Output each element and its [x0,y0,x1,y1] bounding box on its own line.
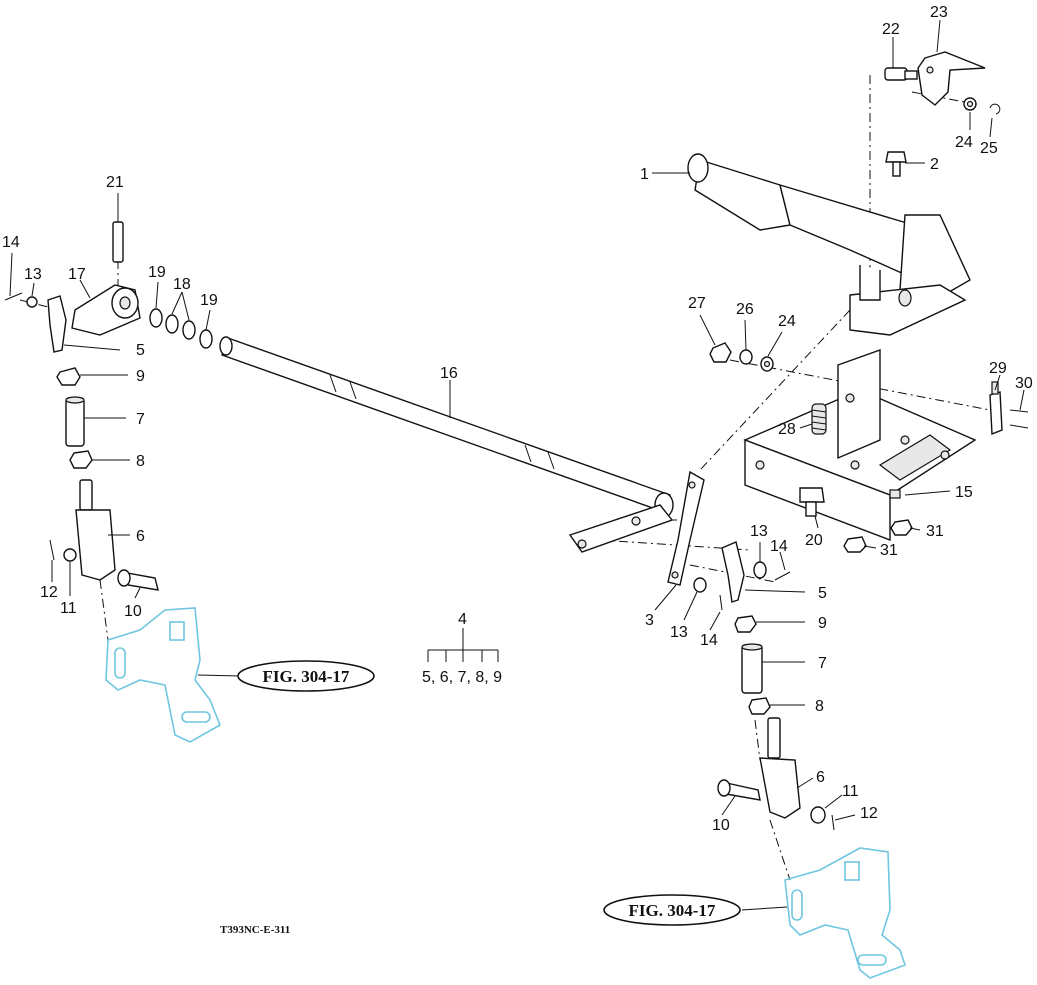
callout-6-left: 6 [136,528,145,545]
callout-18: 18 [173,276,191,293]
callout-1: 1 [640,166,649,183]
callout-9-right: 9 [818,615,827,632]
callout-24-top: 24 [955,134,973,151]
callout-7-right: 7 [818,655,827,672]
callout-3: 3 [645,612,654,629]
figure-code: T393NC-E-311 [220,924,290,936]
cross-shaft [219,336,674,553]
callout-28: 28 [778,421,796,438]
callout-25: 25 [980,140,998,157]
callout-31-left: 31 [880,542,898,559]
leader-lines [9,19,1025,911]
callout-5-left: 5 [136,342,145,359]
callout-7-left: 7 [136,411,145,428]
callout-labels: 1 2 3 4 5, 6, 7, 8, 9 5 5 6 6 7 7 8 8 9 … [2,4,1033,834]
callout-10-right: 10 [712,817,730,834]
bracket-fasteners [709,342,1029,553]
callout-13-right-lower: 13 [670,624,688,641]
right-clevis-assembly [693,541,835,831]
callout-13-right-upper: 13 [750,523,768,540]
hand-brake-lever [687,153,971,336]
callout-29: 29 [989,360,1007,377]
fig-ref-left[interactable]: FIG. 304-17 [237,660,375,692]
callout-20: 20 [805,532,823,549]
callout-13-left: 13 [24,266,42,283]
callout-27: 27 [688,295,706,312]
callout-4: 4 [458,611,467,628]
callout-11-right: 11 [842,783,859,800]
callout-31-right: 31 [926,523,944,540]
callout-14-right-upper: 14 [770,538,788,555]
callout-16: 16 [440,365,458,382]
callout-14-right-lower: 14 [700,632,718,649]
callout-2: 2 [930,156,939,173]
fig-ref-left-label: FIG. 304-17 [263,667,350,686]
latch-parts [884,51,1001,177]
callout-11-left: 11 [60,600,77,617]
callout-17: 17 [68,266,86,283]
callout-14-left: 14 [2,234,20,251]
callout-24-mid: 24 [778,313,796,330]
callout-15: 15 [955,484,973,501]
fig-ref-right-label: FIG. 304-17 [629,901,716,920]
left-pedal-arm-reference [105,607,222,743]
link-rod [667,470,705,586]
callout-23: 23 [930,4,948,21]
mounting-bracket [743,349,1003,542]
callout-12-right: 12 [860,805,878,822]
callout-19-right: 19 [200,292,218,309]
fig-ref-right[interactable]: FIG. 304-17 [603,894,741,926]
callout-5-right: 5 [818,585,827,602]
callout-8-right: 8 [815,698,824,715]
right-pedal-arm-reference [784,847,907,979]
callout-9-left: 9 [136,368,145,385]
callout-10-left: 10 [124,603,142,620]
callout-12-left: 12 [40,584,58,601]
callout-6-right: 6 [816,769,825,786]
kit-group-bracket [427,628,499,662]
callout-22: 22 [882,21,900,38]
callout-26: 26 [736,301,754,318]
callout-19-left: 19 [148,264,166,281]
left-clevis-assembly [4,221,213,591]
callout-21: 21 [106,174,124,191]
callout-8-left: 8 [136,453,145,470]
callout-4-members: 5, 6, 7, 8, 9 [422,669,502,686]
callout-30: 30 [1015,375,1033,392]
